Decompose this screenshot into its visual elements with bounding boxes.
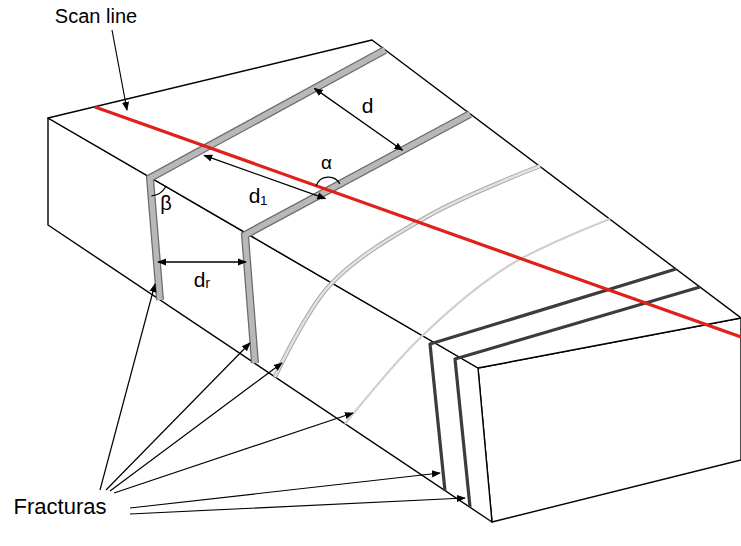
leader-arrow (114, 413, 353, 493)
dimension-arrow (315, 88, 403, 150)
leader-arrow (100, 284, 155, 490)
dimension-label: α (321, 153, 332, 174)
leader-arrow (112, 30, 127, 110)
top-face (48, 40, 741, 368)
fracture-band (245, 114, 470, 363)
dimension-label: d (362, 95, 374, 118)
fracture-label: Fracturas (14, 495, 107, 519)
dimension-label: β (160, 192, 172, 214)
fracture-dark (455, 287, 700, 507)
fracture-band (245, 114, 470, 363)
dimension-arrow (158, 261, 246, 262)
leader-arrow (130, 473, 440, 508)
angle-arc (316, 177, 340, 186)
leader-arrow (130, 498, 465, 514)
leader-arrow (106, 343, 250, 490)
scan-line (95, 107, 741, 337)
fracture-curve (345, 219, 610, 424)
scan-line-label: Scan line (55, 5, 137, 27)
leader-arrow (110, 363, 282, 491)
dimension-label: d₁ (249, 184, 268, 207)
dimension-label: dᵣ (194, 268, 211, 291)
